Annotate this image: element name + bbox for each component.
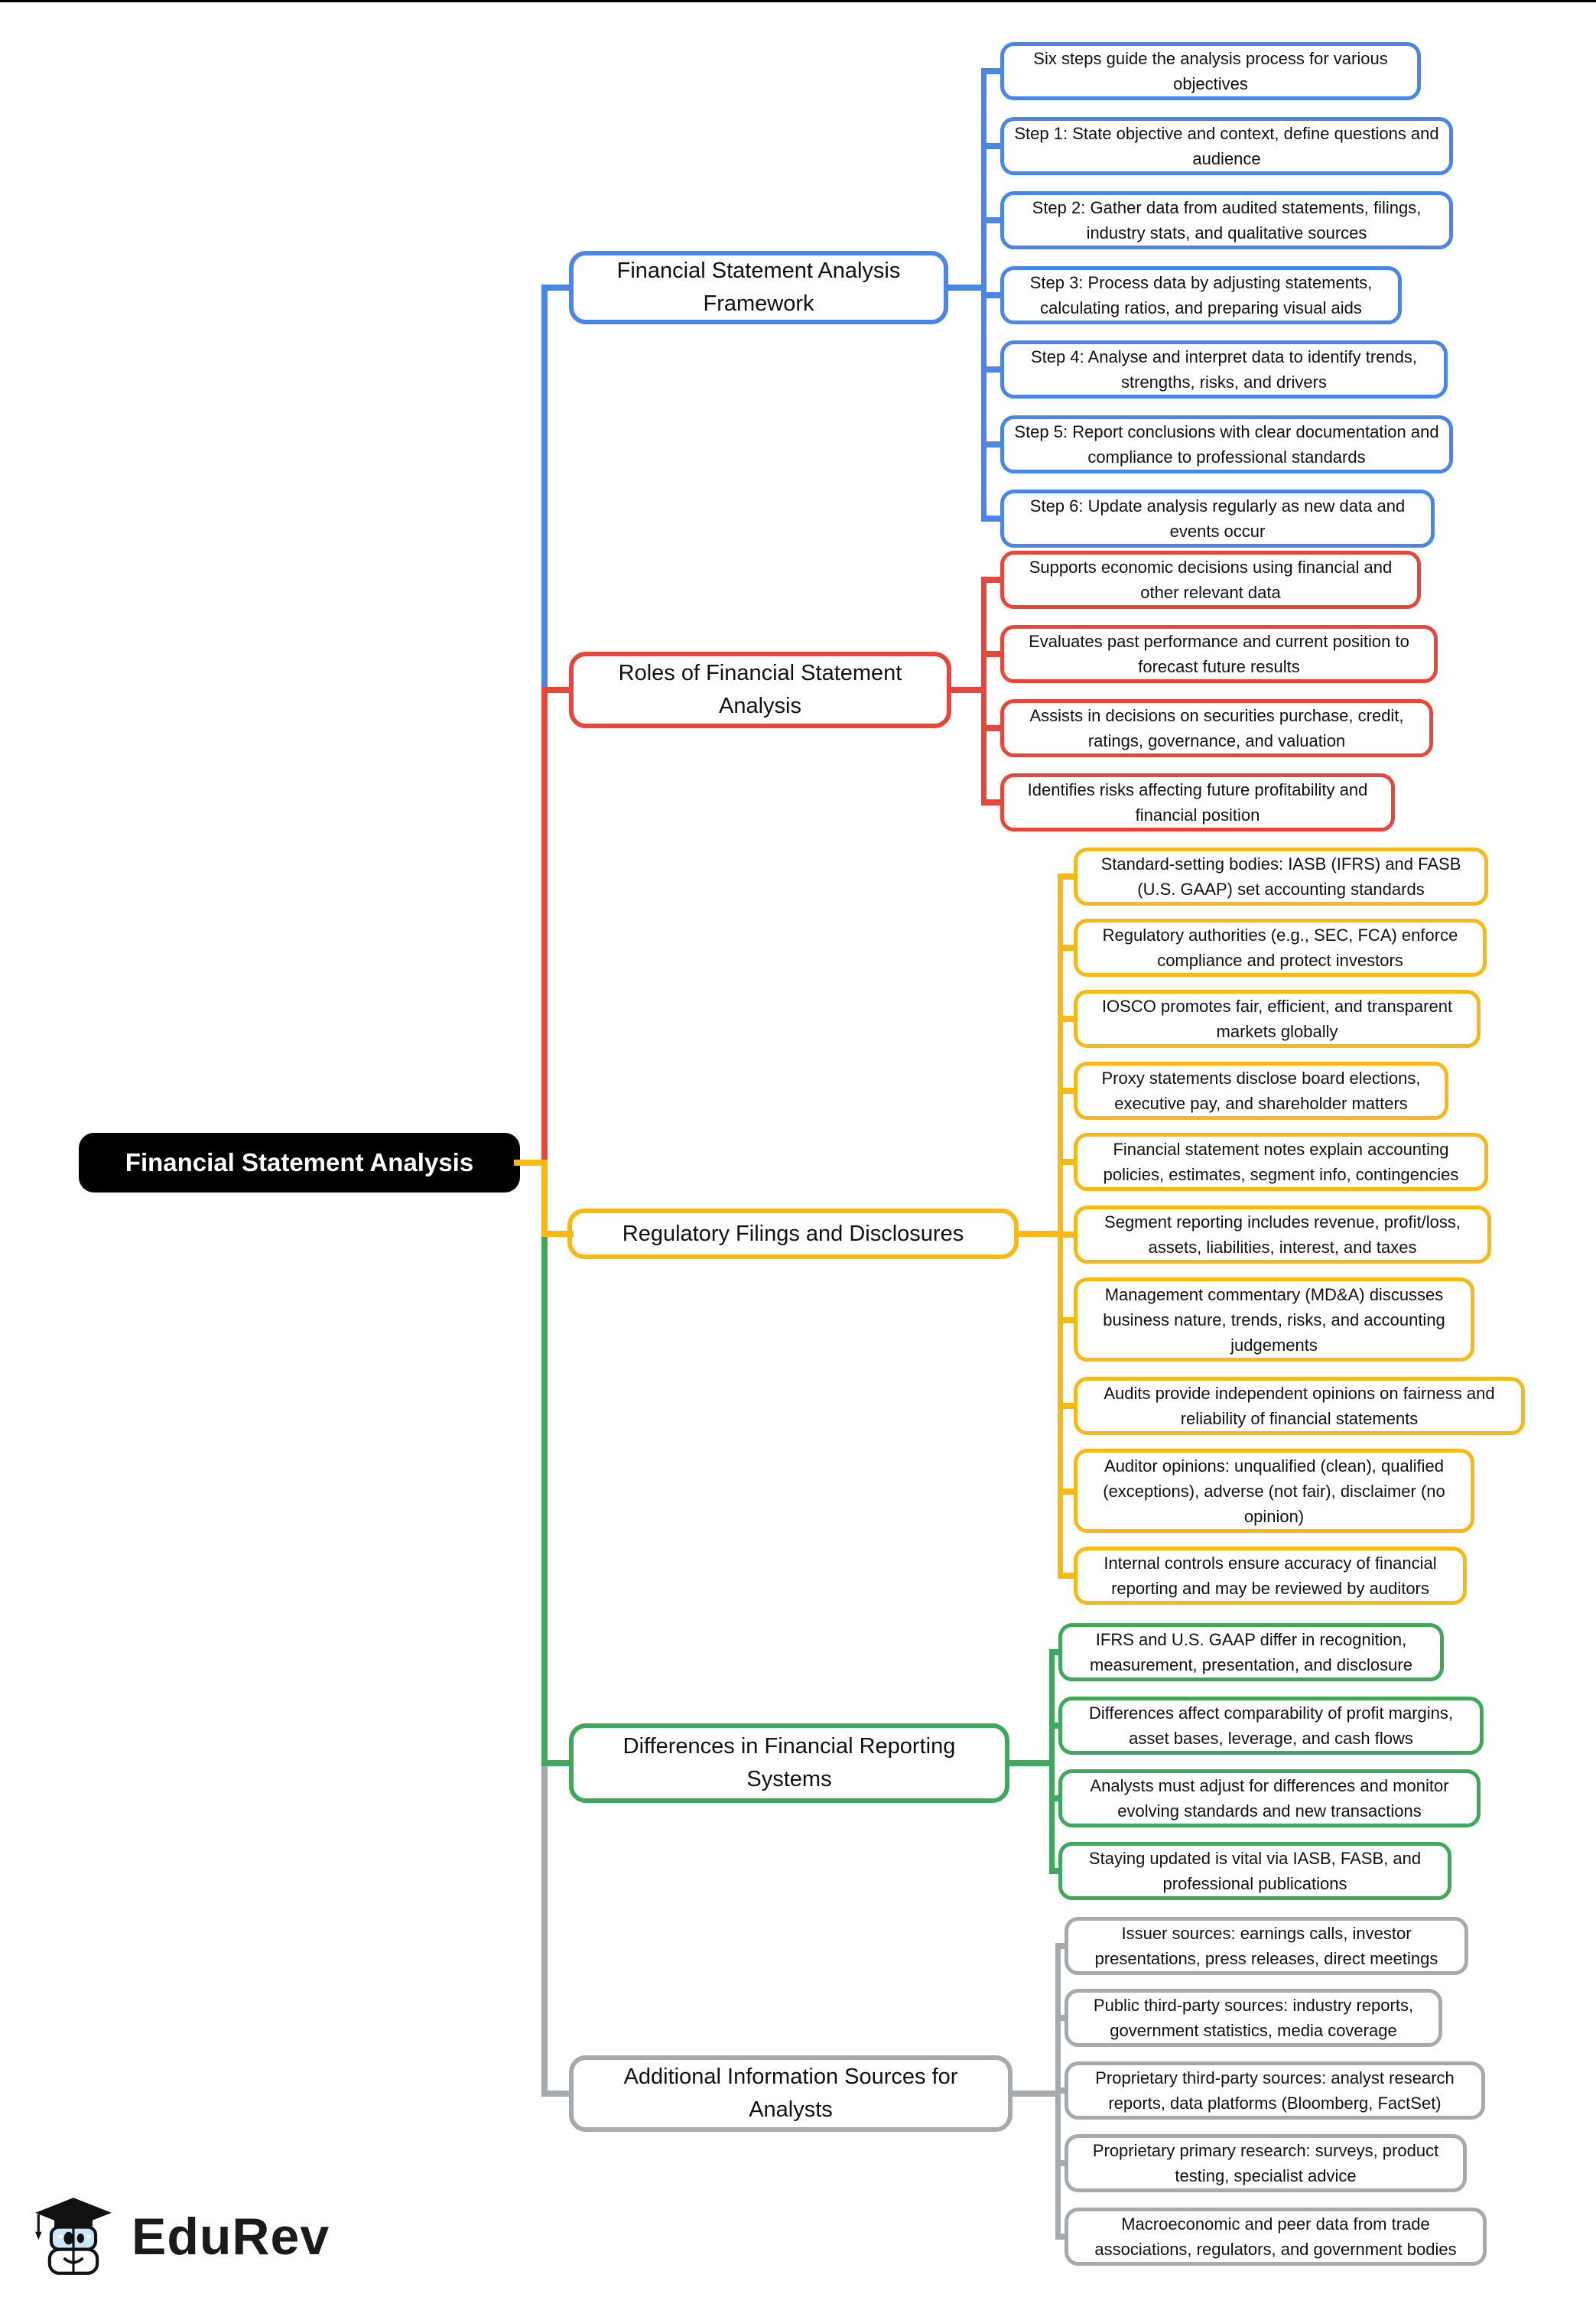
leaf-node: Six steps guide the analysis process for… xyxy=(1000,42,1421,100)
connector xyxy=(1009,2091,1061,2097)
leaf-node: Step 4: Analyse and interpret data to id… xyxy=(1000,340,1448,399)
connector xyxy=(1049,1649,1066,1655)
leaf-node: Financial statement notes explain accoun… xyxy=(1074,1133,1488,1191)
leaf-node: Assists in decisions on securities purch… xyxy=(1000,699,1433,757)
connector xyxy=(981,577,1008,583)
connector xyxy=(1058,1317,1081,1323)
connector xyxy=(1055,2160,1072,2166)
connector xyxy=(981,441,1008,447)
leaf-node: Step 3: Process data by adjusting statem… xyxy=(1000,266,1402,324)
connector xyxy=(1055,2087,1072,2094)
connector xyxy=(1049,1649,1055,1874)
connector xyxy=(981,799,1008,805)
edurev-logo-text: EduRev xyxy=(132,2208,330,2266)
leaf-node: Staying updated is vital via IASB, FASB,… xyxy=(1058,1842,1451,1900)
edurev-logo-icon xyxy=(35,2198,112,2275)
connector xyxy=(1058,1088,1081,1094)
leaf-node: Step 2: Gather data from audited stateme… xyxy=(1000,191,1453,249)
connector xyxy=(1058,1489,1081,1495)
connector xyxy=(948,687,987,693)
connector xyxy=(1006,1760,1055,1766)
connector xyxy=(541,285,548,693)
connector xyxy=(541,2091,574,2097)
connector xyxy=(1055,2015,1072,2021)
connector xyxy=(1058,1016,1081,1022)
branch-header-framework: Financial Statement Analysis Framework xyxy=(569,251,948,324)
connector xyxy=(1058,874,1081,880)
connector xyxy=(541,687,548,1166)
connector xyxy=(541,1760,574,1766)
connector xyxy=(981,68,1008,74)
page-border xyxy=(0,0,1596,2)
leaf-node: Evaluates past performance and current p… xyxy=(1000,625,1438,683)
leaf-node: Step 5: Report conclusions with clear do… xyxy=(1000,415,1453,473)
leaf-node: Macroeconomic and peer data from trade a… xyxy=(1065,2208,1487,2266)
leaf-node: Proprietary third-party sources: analyst… xyxy=(1065,2061,1485,2120)
connector xyxy=(981,516,1008,522)
leaf-node: Internal controls ensure accuracy of fin… xyxy=(1074,1547,1467,1605)
central-node: Financial Statement Analysis xyxy=(79,1133,520,1193)
connector xyxy=(981,725,1008,731)
branch-header-roles: Roles of Financial Statement Analysis xyxy=(569,652,951,728)
leaf-node: Proprietary primary research: surveys, p… xyxy=(1065,2134,1467,2192)
branch-header-differences: Differences in Financial Reporting Syste… xyxy=(569,1723,1009,1803)
leaf-node: Issuer sources: earnings calls, investor… xyxy=(1065,1917,1468,1975)
connector xyxy=(1058,1159,1081,1165)
leaf-node: Regulatory authorities (e.g., SEC, FCA) … xyxy=(1074,919,1487,977)
connector xyxy=(981,651,1008,657)
leaf-node: Standard-setting bodies: IASB (IFRS) and… xyxy=(1074,848,1488,906)
connector xyxy=(1055,1943,1072,1949)
connector xyxy=(541,285,574,291)
leaf-node: Supports economic decisions using financ… xyxy=(1000,551,1421,609)
connector xyxy=(1058,945,1081,951)
connector xyxy=(945,285,987,291)
leaf-node: Step 1: State objective and context, def… xyxy=(1000,117,1453,175)
leaf-node: Segment reporting includes revenue, prof… xyxy=(1074,1206,1491,1264)
connector xyxy=(1049,1723,1066,1729)
connector xyxy=(514,1160,548,1166)
leaf-node: Proxy statements disclose board election… xyxy=(1074,1062,1448,1120)
leaf-node: Audits provide independent opinions on f… xyxy=(1074,1377,1525,1435)
connector xyxy=(1058,1573,1081,1579)
connector xyxy=(981,292,1008,298)
connector xyxy=(1016,1231,1063,1237)
leaf-node: IOSCO promotes fair, efficient, and tran… xyxy=(1074,990,1481,1048)
connector xyxy=(541,1231,574,1237)
connector xyxy=(541,1231,548,1766)
connector xyxy=(541,687,574,693)
connector xyxy=(1049,1795,1066,1801)
connector xyxy=(1058,1403,1081,1409)
leaf-node: Public third-party sources: industry rep… xyxy=(1065,1989,1442,2047)
connector xyxy=(1058,874,1063,1579)
leaf-node: Differences affect comparability of prof… xyxy=(1058,1697,1484,1755)
connector xyxy=(981,217,1008,223)
connector xyxy=(981,366,1008,373)
leaf-node: Analysts must adjust for differences and… xyxy=(1058,1769,1481,1827)
connector xyxy=(1058,1232,1081,1238)
connector xyxy=(1055,2234,1072,2240)
branch-header-additional: Additional Information Sources for Analy… xyxy=(569,2055,1013,2132)
branch-header-regulatory: Regulatory Filings and Disclosures xyxy=(567,1209,1019,1259)
edurev-logo: EduRev xyxy=(32,2197,330,2276)
connector xyxy=(541,1760,548,2097)
connector xyxy=(981,143,1008,149)
connector xyxy=(981,577,987,805)
leaf-node: Identifies risks affecting future profit… xyxy=(1000,773,1395,831)
leaf-node: Step 6: Update analysis regularly as new… xyxy=(1000,490,1435,548)
connector xyxy=(541,1160,548,1237)
leaf-node: IFRS and U.S. GAAP differ in recognition… xyxy=(1058,1623,1444,1681)
leaf-node: Management commentary (MD&A) discusses b… xyxy=(1074,1277,1474,1362)
leaf-node: Auditor opinions: unqualified (clean), q… xyxy=(1074,1449,1474,1533)
connector xyxy=(1049,1868,1066,1874)
